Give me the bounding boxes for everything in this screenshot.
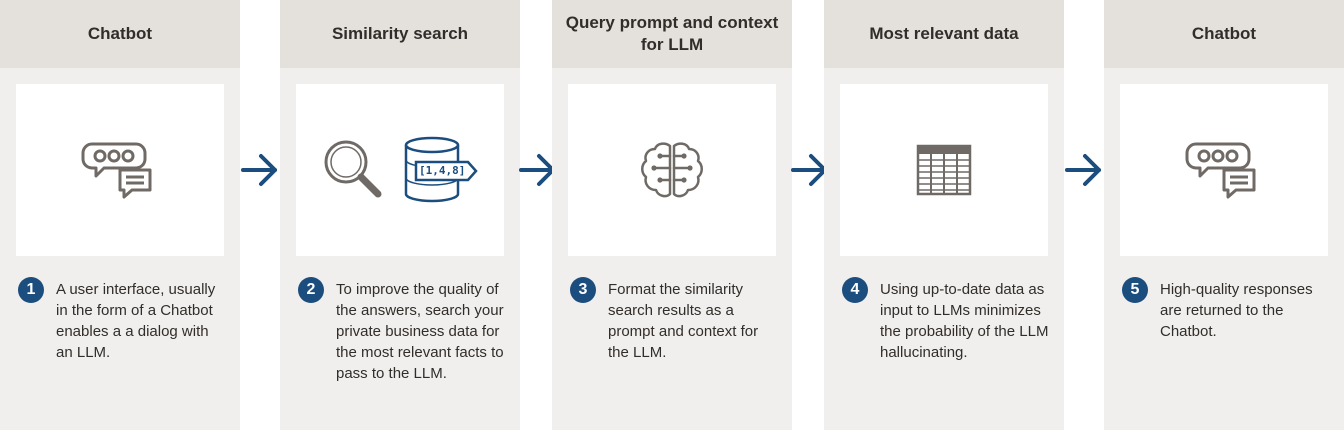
step-description: Format the similarity search results as …	[608, 281, 759, 361]
step-title: Query prompt and context for LLM	[552, 0, 792, 68]
icon-panel	[16, 84, 224, 256]
step-description: Using up-to-date data as input to LLMs m…	[880, 281, 1049, 361]
database-icon: [1,4,8]	[404, 136, 480, 204]
step-description: A user interface, usually in the form of…	[56, 281, 216, 361]
step-number-badge: 2	[298, 277, 324, 303]
step-card-2: Similarity search [1,4,8] 2 T	[280, 0, 520, 430]
step-title: Similarity search	[280, 0, 520, 68]
step-description-row: 1 A user interface, usually in the form …	[18, 277, 228, 363]
step-description: High-quality responses are returned to t…	[1160, 281, 1313, 340]
step-card-5: Chatbot 5 High-quality responses are ret…	[1104, 0, 1344, 430]
step-card-4: Most relevant data 4 Using up-to-date da…	[824, 0, 1064, 430]
chat-bubbles-icon	[1185, 142, 1256, 199]
vector-label: [1,4,8]	[419, 164, 466, 177]
step-description-row: 4 Using up-to-date data as input to LLMs…	[842, 277, 1052, 363]
step-description-row: 3 Format the similarity search results a…	[570, 277, 780, 363]
icon-panel: [1,4,8]	[296, 84, 504, 256]
icon-panel	[1120, 84, 1328, 256]
step-number-badge: 1	[18, 277, 44, 303]
step-title: Most relevant data	[824, 0, 1064, 68]
icon-panel	[840, 84, 1048, 256]
brain-icon	[641, 142, 703, 198]
step-description-row: 5 High-quality responses are returned to…	[1122, 277, 1332, 342]
step-title: Chatbot	[1104, 0, 1344, 68]
chat-bubbles-icon	[81, 142, 152, 199]
arrow-right-icon	[1065, 154, 1101, 186]
step-description-row: 2 To improve the quality of the answers,…	[298, 277, 508, 384]
step-card-1: Chatbot 1 A user interface, usually in t…	[0, 0, 240, 430]
step-number-badge: 5	[1122, 277, 1148, 303]
arrow-right-icon	[241, 154, 277, 186]
magnifier-icon	[324, 140, 382, 198]
step-description: To improve the quality of the answers, s…	[336, 281, 504, 382]
step-title: Chatbot	[0, 0, 240, 68]
step-number-badge: 4	[842, 277, 868, 303]
table-icon	[916, 144, 972, 196]
step-number-badge: 3	[570, 277, 596, 303]
step-card-3: Query prompt and context for LLM	[552, 0, 792, 430]
icon-panel	[568, 84, 776, 256]
